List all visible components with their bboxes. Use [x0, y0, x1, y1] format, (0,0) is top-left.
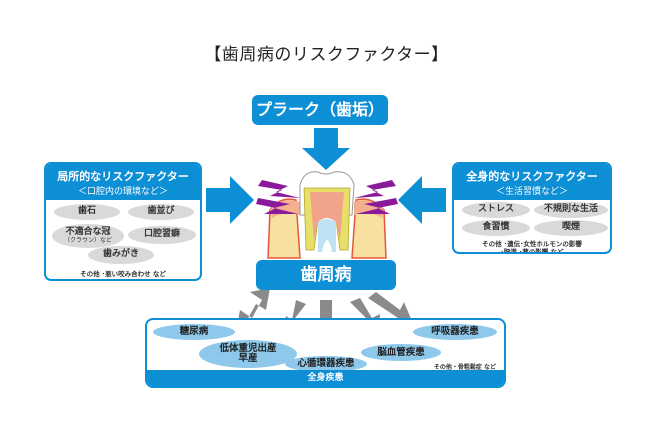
disease-low-birth-weight: 低体重児出産 早産 [199, 340, 297, 368]
systemic-diseases-footer: 全身疾患 [147, 370, 504, 386]
systemic-factors-header: 全身的なリスクファクター ＜生活習慣など＞ [454, 164, 610, 200]
systemic-risk-factors-panel: 全身的なリスクファクター ＜生活習慣など＞ ストレス 不規則な生活 食習慣 喫煙… [452, 162, 612, 254]
premature-label: 早産 [238, 353, 258, 364]
diagram-title: 【歯周病のリスクファクター】 [204, 45, 449, 65]
tooth-illustration [267, 171, 387, 259]
systemic-diseases-note: その他・骨粗鬆症 など [433, 364, 496, 371]
systemic-diseases-panel: 糖尿病 低体重児出産 早産 心循環器疾患 脳血管疾患 呼吸器疾患 その他・骨粗鬆… [145, 318, 506, 388]
local-factors-header: 局所的なリスクファクター ＜口腔内の環境など＞ [46, 164, 200, 200]
periodontal-disease-label: 歯周病 [256, 260, 396, 290]
local-risk-factors-panel: 局所的なリスクファクター ＜口腔内の環境など＞ 歯石 歯並び 不適合な冠 （クラ… [44, 162, 202, 281]
factor-irregular-life: 不規則な生活 [534, 202, 608, 218]
local-factors-subtitle: ＜口腔内の環境など＞ [77, 187, 168, 197]
arrow-to-respiratory [368, 292, 414, 326]
systemic-factors-note-1: その他 ･遺伝･女性ホルモンの影響 [482, 240, 582, 248]
arrow-left-systemic [398, 176, 446, 224]
systemic-factors-note-2: ･肥満 ･薬の影響 など [500, 248, 564, 254]
disease-cardiovascular: 心循環器疾患 [285, 356, 367, 372]
crown-sublabel: （クラウン）など [63, 236, 112, 244]
factor-brushing: 歯みがき [88, 246, 154, 264]
local-factors-title: 局所的なリスクファクター [57, 170, 189, 183]
factor-diet: 食習慣 [462, 220, 530, 236]
plaque-label: プラーク（歯垢） [252, 95, 388, 125]
disease-respiratory: 呼吸器疾患 [413, 324, 497, 340]
factor-stress: ストレス [462, 202, 530, 218]
arrow-down-plaque [302, 128, 350, 170]
low-birth-label: 低体重児出産 [219, 343, 277, 355]
systemic-factors-title: 全身的なリスクファクター [466, 170, 598, 183]
arrow-right-local [206, 176, 254, 224]
factor-tartar: 歯石 [54, 204, 120, 220]
disease-diabetes: 糖尿病 [153, 324, 235, 340]
factor-smoking: 喫煙 [534, 220, 608, 236]
systemic-factors-subtitle: ＜生活習慣など＞ [495, 187, 568, 197]
factor-oral-habit: 口腔習癖 [128, 226, 196, 244]
crown-label: 不適合な冠 [65, 227, 111, 238]
factor-alignment: 歯並び [128, 204, 194, 220]
factor-ill-fitting-crown: 不適合な冠 （クラウン）など [52, 224, 124, 248]
disease-cerebrovascular: 脳血管疾患 [361, 344, 441, 361]
local-factors-note: その他 ･悪い咬み合わせ など [80, 270, 166, 278]
pain-lightning-icon [256, 180, 398, 214]
